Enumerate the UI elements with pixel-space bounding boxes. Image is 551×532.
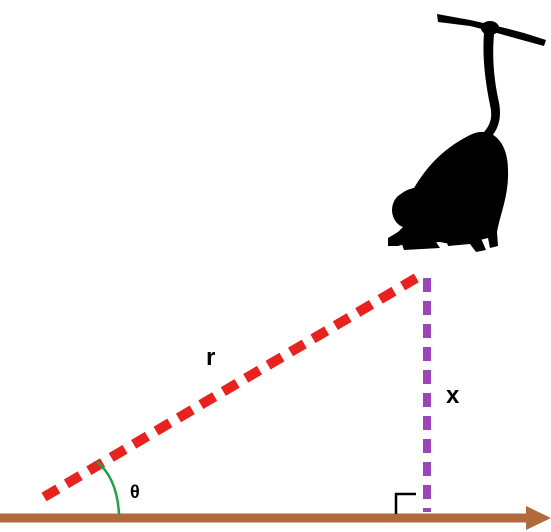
vertical-side-label: x — [446, 382, 460, 409]
hypotenuse-label: r — [206, 344, 215, 371]
ground-arrow-icon — [0, 506, 551, 530]
hypotenuse-line — [41, 272, 421, 502]
monkey-hanging-icon — [388, 21, 509, 252]
right-angle-marker — [394, 492, 416, 514]
angle-arc — [96, 461, 121, 515]
angle-label: θ — [130, 482, 140, 502]
